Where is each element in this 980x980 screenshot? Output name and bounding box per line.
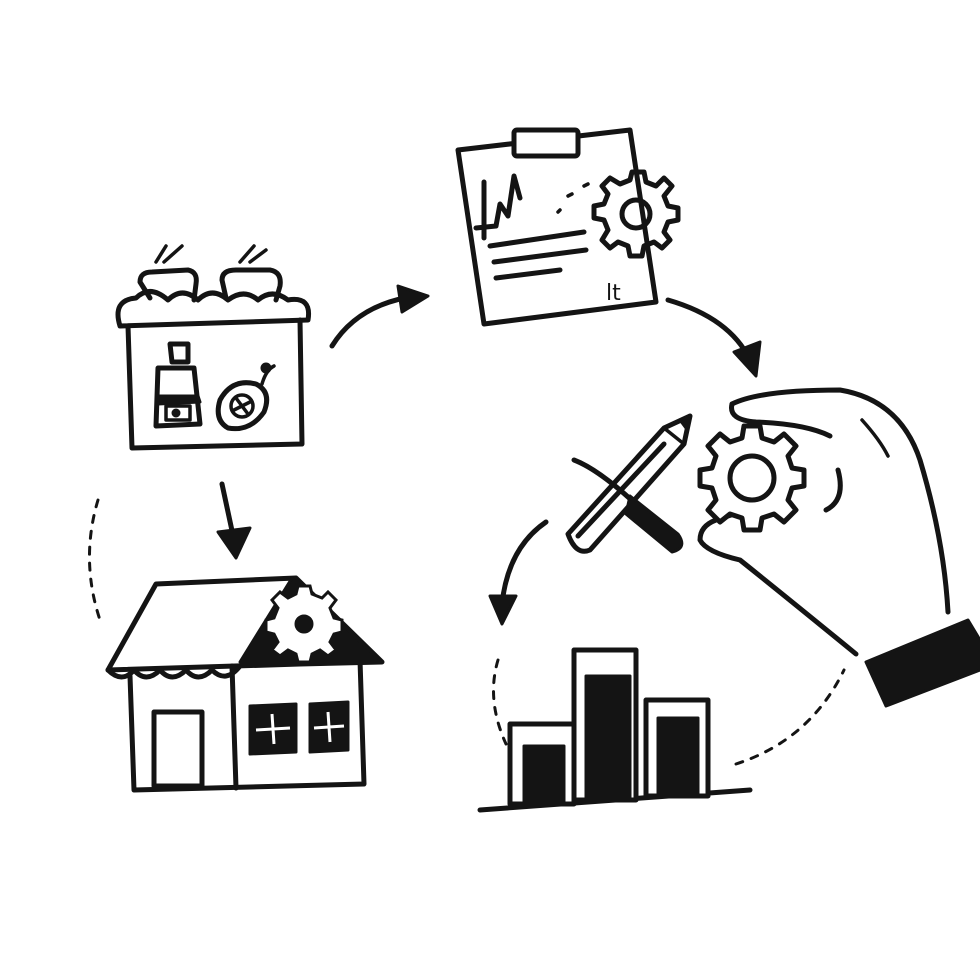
dashed-connector — [492, 658, 508, 746]
arrow-icon — [216, 481, 252, 560]
house-icon — [105, 575, 385, 793]
report-mark: lt — [606, 281, 621, 306]
grocery-box-icon — [115, 244, 312, 451]
arrow-icon — [488, 519, 549, 626]
dashed-connector — [88, 498, 102, 622]
dashed-connector — [734, 668, 846, 766]
pencil-tool-icon — [565, 413, 693, 554]
gear-icon — [697, 423, 807, 533]
arrow-icon — [329, 284, 430, 349]
arrow-icon — [665, 297, 762, 378]
bar-chart-icon — [477, 647, 753, 813]
hand-icon — [697, 387, 980, 708]
business-report-icon: lt — [455, 127, 681, 327]
